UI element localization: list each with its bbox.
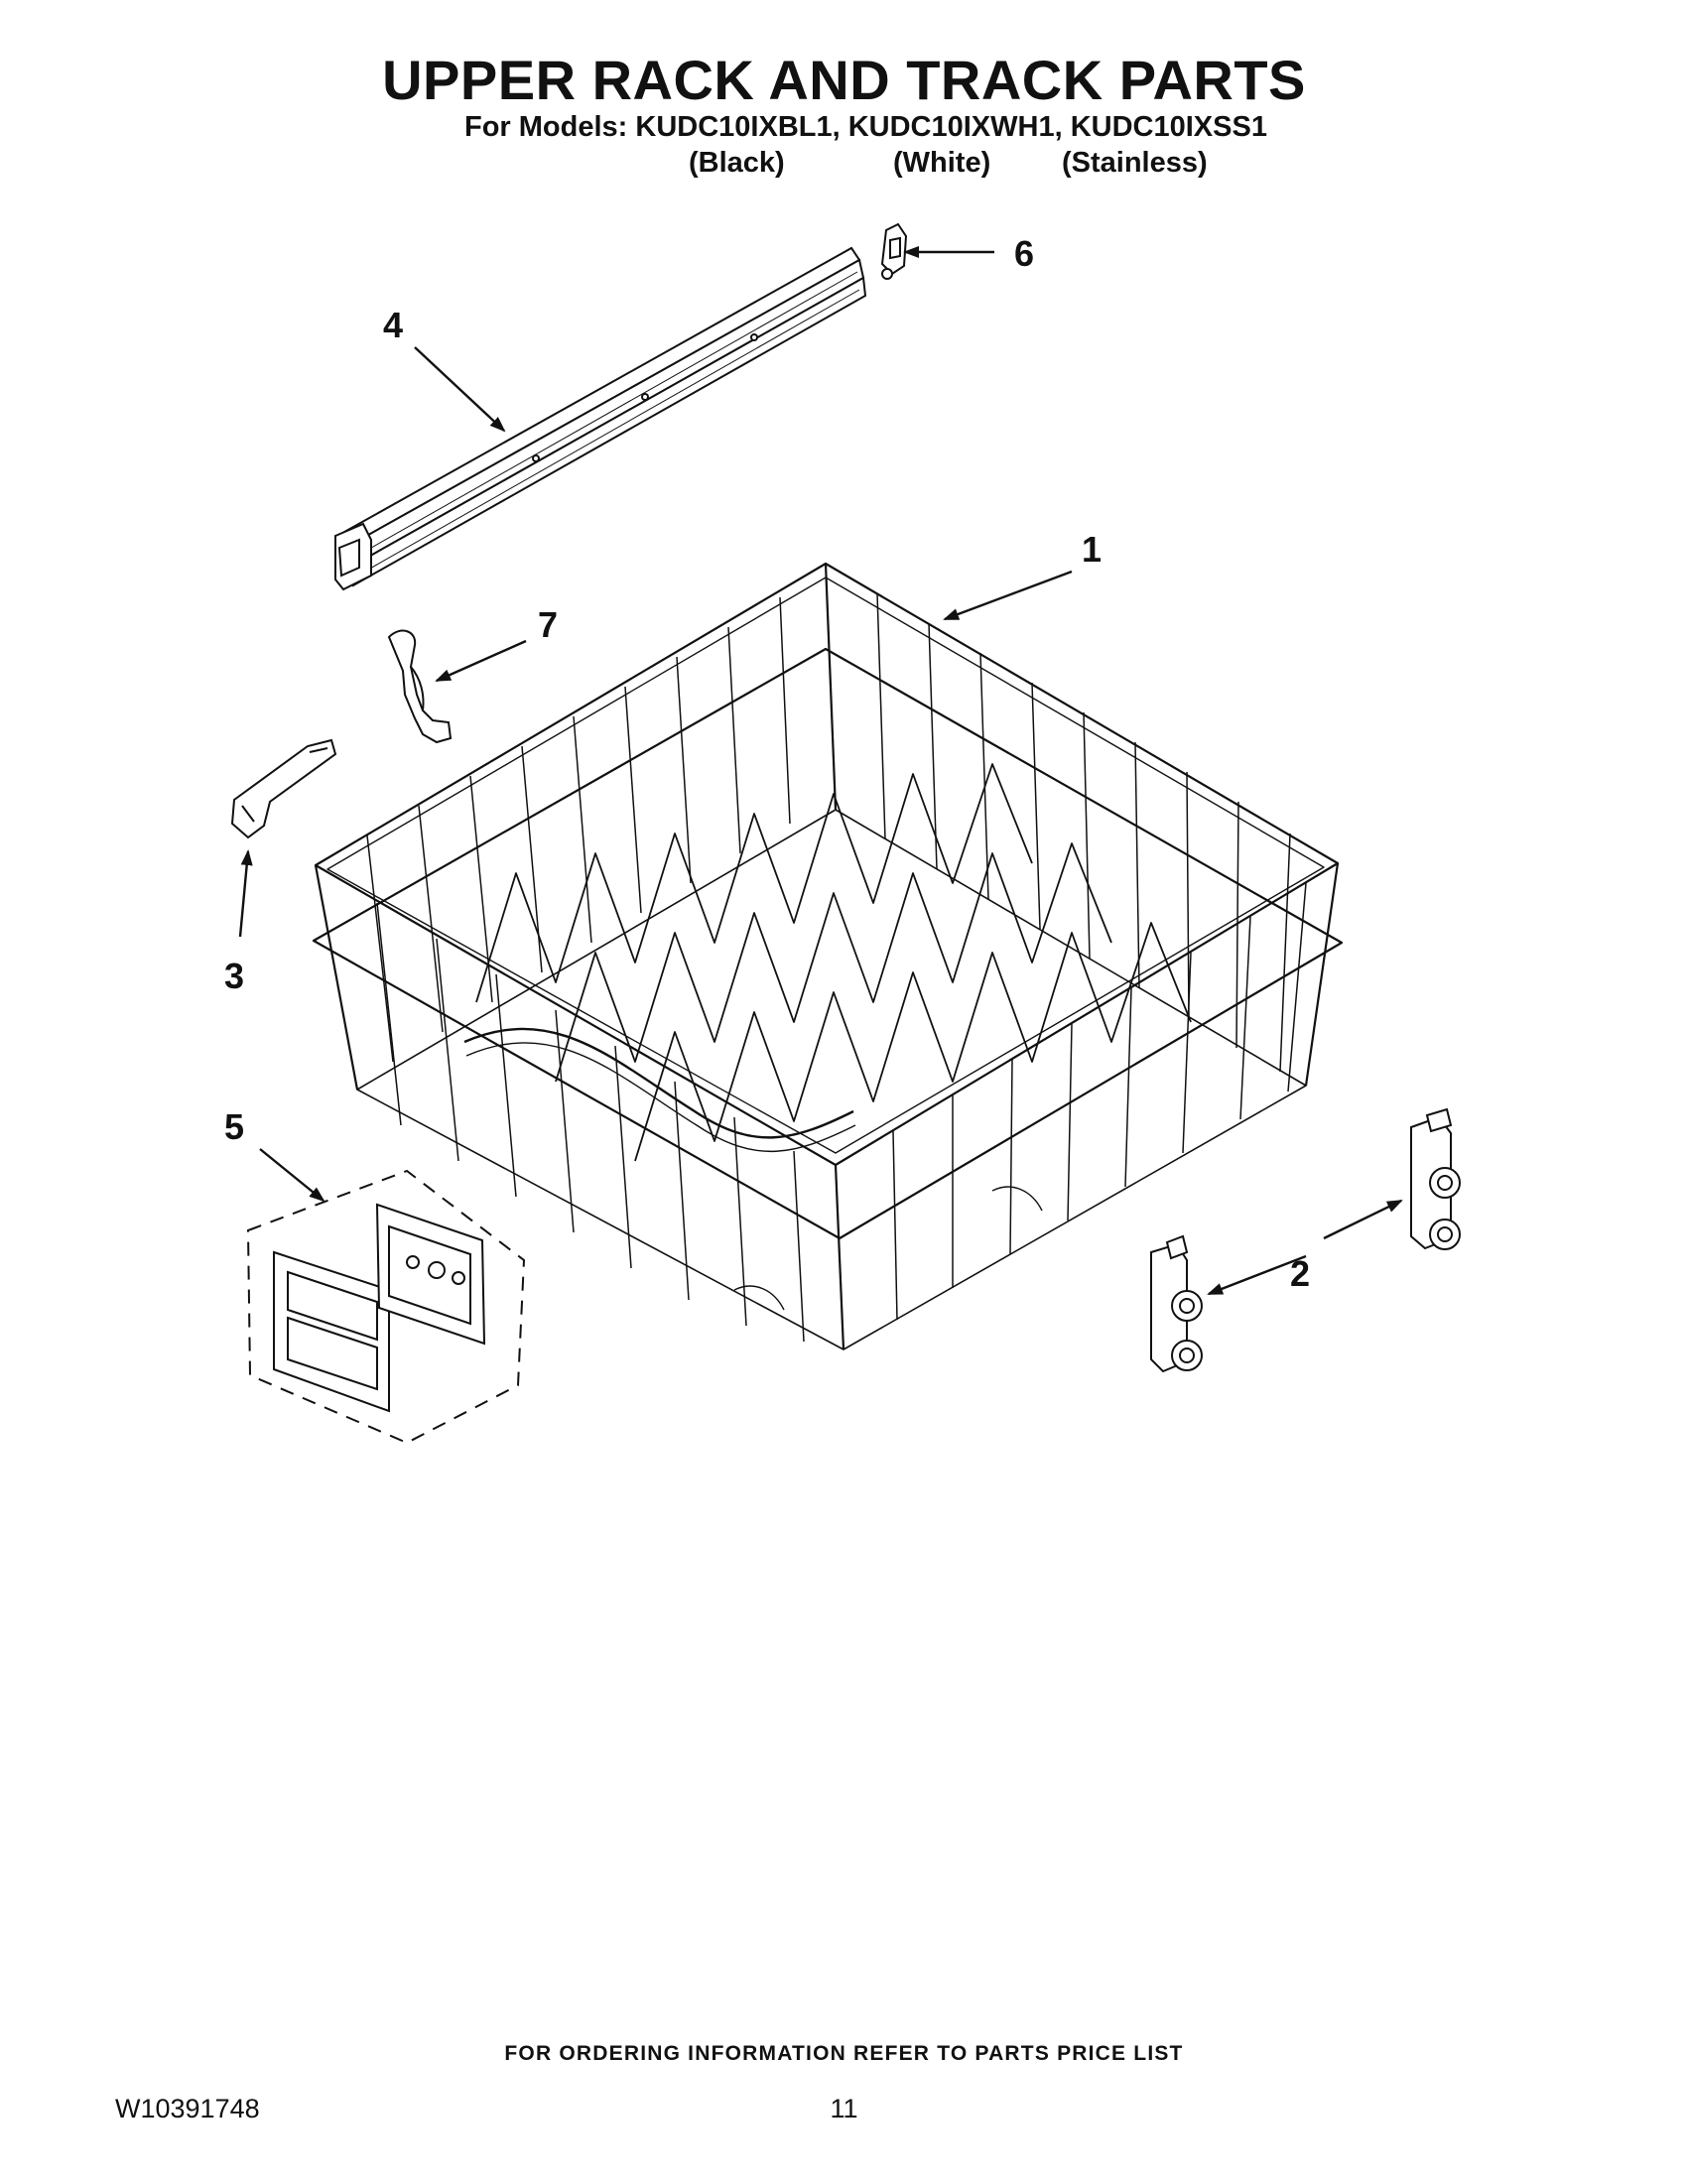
leader-2b xyxy=(1323,1199,1403,1240)
callout-2: 2 xyxy=(1290,1253,1310,1294)
variant-black: (Black) xyxy=(689,147,785,179)
leader-3 xyxy=(238,849,253,938)
variant-white: (White) xyxy=(893,147,991,179)
callout-leaders xyxy=(238,246,1403,1296)
leader-5 xyxy=(259,1148,325,1203)
track-end-clip-part xyxy=(880,222,908,280)
leader-1 xyxy=(943,570,1073,621)
variant-stainless: (Stainless) xyxy=(1062,147,1208,179)
leader-4 xyxy=(414,346,506,433)
callout-3: 3 xyxy=(224,956,244,996)
leader-2a xyxy=(1207,1254,1307,1296)
rack-adjuster-part-right xyxy=(1410,1107,1461,1250)
rack-stop-part xyxy=(230,738,337,839)
callout-1: 1 xyxy=(1082,529,1102,570)
ordering-note: FOR ORDERING INFORMATION REFER TO PARTS … xyxy=(504,2042,1184,2065)
rack-clip-part xyxy=(387,629,453,744)
page-number: 11 xyxy=(830,2094,858,2123)
callout-5: 5 xyxy=(224,1106,244,1147)
callout-7: 7 xyxy=(538,604,558,645)
models-line: For Models: KUDC10IXBL1, KUDC10IXWH1, KU… xyxy=(464,111,1267,143)
document-number: W10391748 xyxy=(115,2094,260,2123)
page-title: UPPER RACK AND TRACK PARTS xyxy=(382,49,1306,111)
track-rail-part xyxy=(334,246,867,591)
upper-rack-basket-part xyxy=(312,562,1344,1350)
rack-handle-part xyxy=(246,1169,526,1445)
callout-4: 4 xyxy=(383,305,403,345)
leader-7 xyxy=(435,639,527,683)
rack-adjuster-part-left xyxy=(1150,1234,1203,1373)
callout-6: 6 xyxy=(1014,233,1034,274)
